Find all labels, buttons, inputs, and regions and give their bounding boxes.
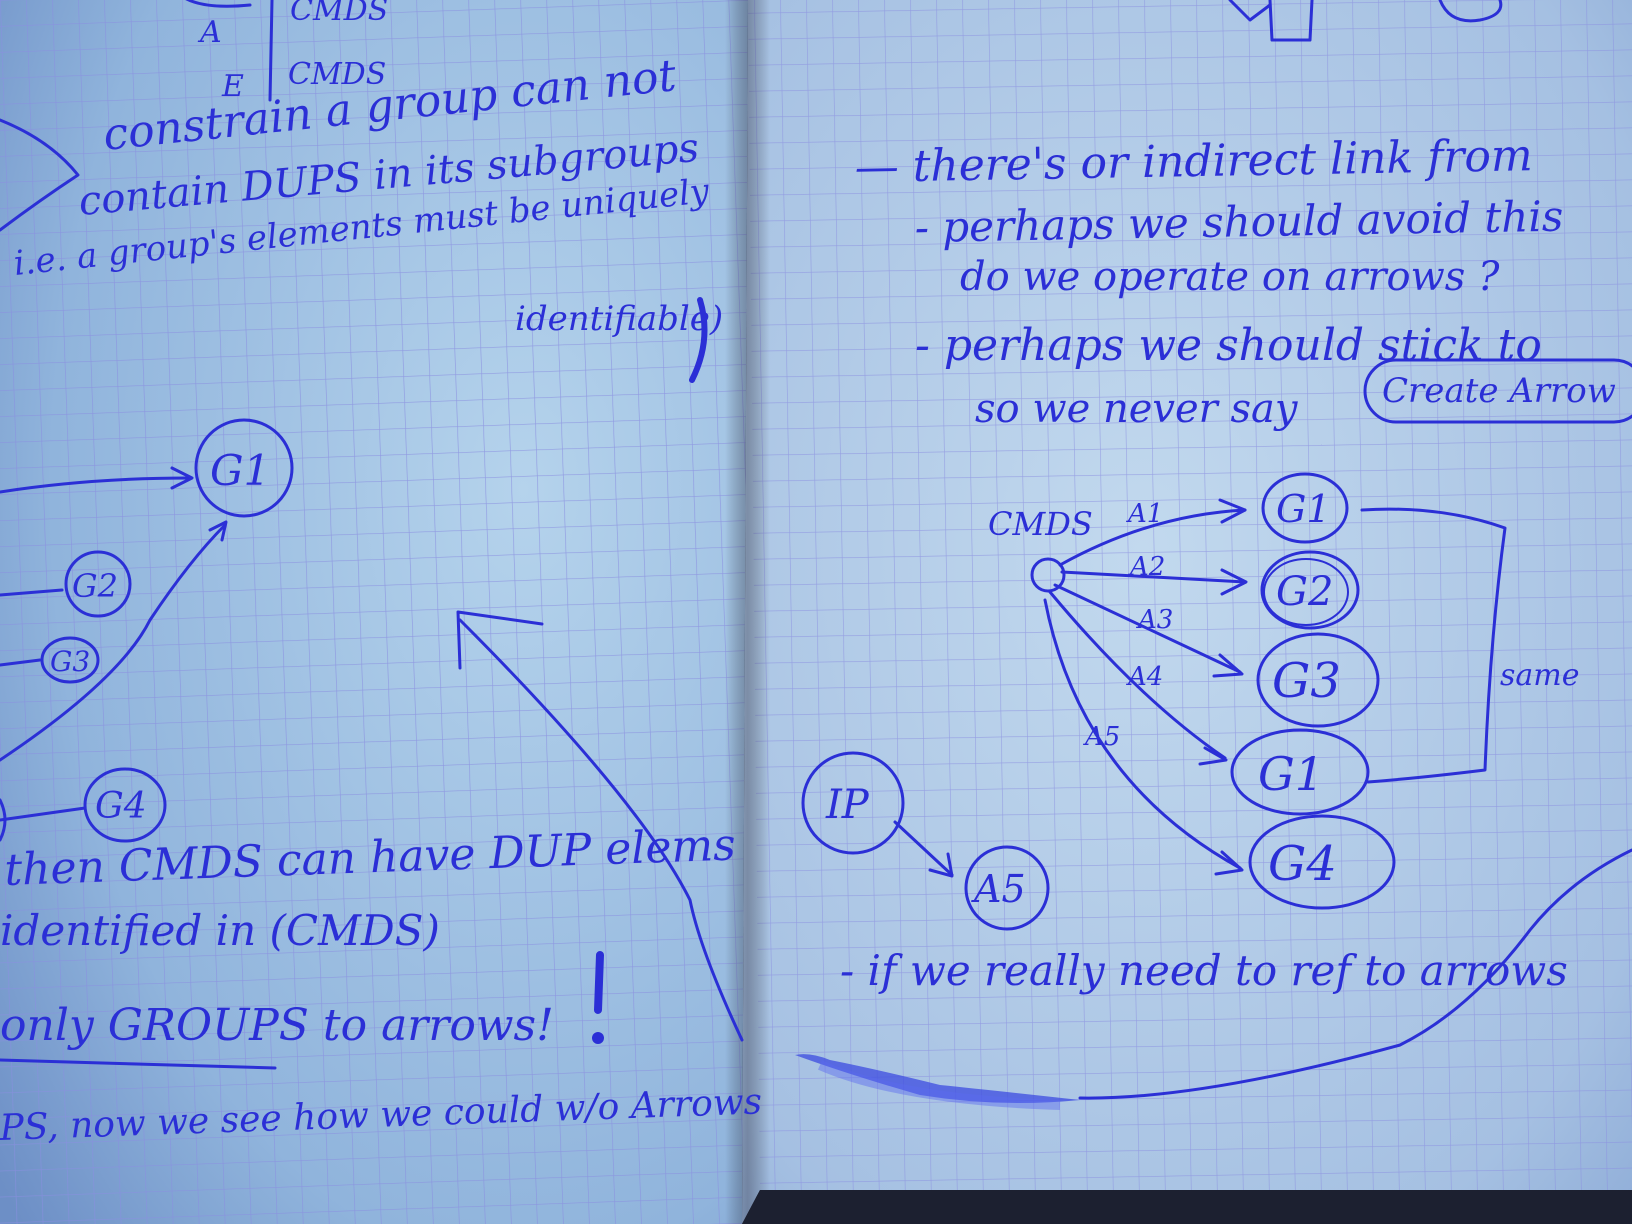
side-note-same: same	[1500, 658, 1579, 693]
top-row-letter-e: E	[221, 69, 244, 104]
target-node-g1-second: G1	[1230, 728, 1370, 816]
svg-text:G2: G2	[72, 567, 118, 605]
left-line-4: identifiable)	[515, 299, 723, 339]
diagram-source-label: CMDS	[988, 505, 1093, 543]
svg-text:G2: G2	[1276, 569, 1333, 615]
arrow-label-a1: A1	[1126, 499, 1163, 529]
right-line-2: - perhaps we should avoid this	[914, 192, 1563, 252]
svg-text:G1: G1	[1258, 747, 1324, 801]
target-node-g4: G4	[1248, 814, 1396, 910]
top-row-label-cmds-1: CMDS	[290, 0, 388, 28]
left-bottom-line-2: identified in (CMDS)	[0, 906, 440, 955]
right-page	[742, 0, 1632, 1224]
ink-smudge	[795, 1054, 1080, 1104]
target-node-g2: G2	[1260, 550, 1360, 630]
target-node-g1: G1	[1261, 472, 1349, 544]
target-node-g3: G3	[1256, 632, 1380, 728]
diagram-source-node	[1030, 557, 1066, 593]
right-bottom-line: - if we really need to ref to arrows	[840, 946, 1568, 995]
right-line-1: — there's or indirect link from	[854, 130, 1533, 193]
left-page	[0, 0, 748, 1224]
right-page-notes: — there's or indirect link from - perhap…	[795, 0, 1632, 1110]
arrow-label-a3: A3	[1136, 605, 1173, 635]
table-surface	[742, 1190, 1632, 1224]
right-line-3: do we operate on arrows ?	[960, 254, 1500, 300]
left-node-g3: G3	[40, 636, 100, 684]
a5-node: A5	[964, 845, 1050, 931]
create-arrow-box: Create Arrow	[1363, 358, 1632, 424]
book-spine-gutter	[725, 0, 770, 1224]
svg-text:G3: G3	[50, 645, 90, 678]
right-line-5: so we never say	[975, 386, 1299, 432]
svg-text:G1: G1	[210, 446, 270, 495]
svg-text:G4: G4	[95, 786, 147, 827]
right-line-4: - perhaps we should stick to	[915, 320, 1542, 371]
left-bottom-line-3: only GROUPS to arrows!	[0, 1000, 554, 1051]
svg-text:IP: IP	[825, 782, 870, 828]
svg-text:G1: G1	[1276, 487, 1331, 531]
left-node-g4: G4	[83, 767, 167, 843]
arrow-label-a2: A2	[1128, 552, 1165, 582]
left-node-g2: G2	[64, 550, 132, 618]
arrow-label-a4: A4	[1126, 662, 1163, 692]
top-row-label-cmds-2: CMDS	[288, 57, 386, 92]
ip-node: IP	[801, 751, 905, 855]
arrow-label-a5: A5	[1083, 722, 1120, 752]
svg-text:Create Arrow: Create Arrow	[1382, 371, 1616, 411]
left-node-g1: G1	[194, 418, 294, 518]
top-row-letter-a: A	[197, 15, 222, 50]
svg-text:G4: G4	[1268, 836, 1337, 892]
svg-text:A5: A5	[971, 867, 1026, 911]
svg-text:G3: G3	[1272, 653, 1341, 709]
